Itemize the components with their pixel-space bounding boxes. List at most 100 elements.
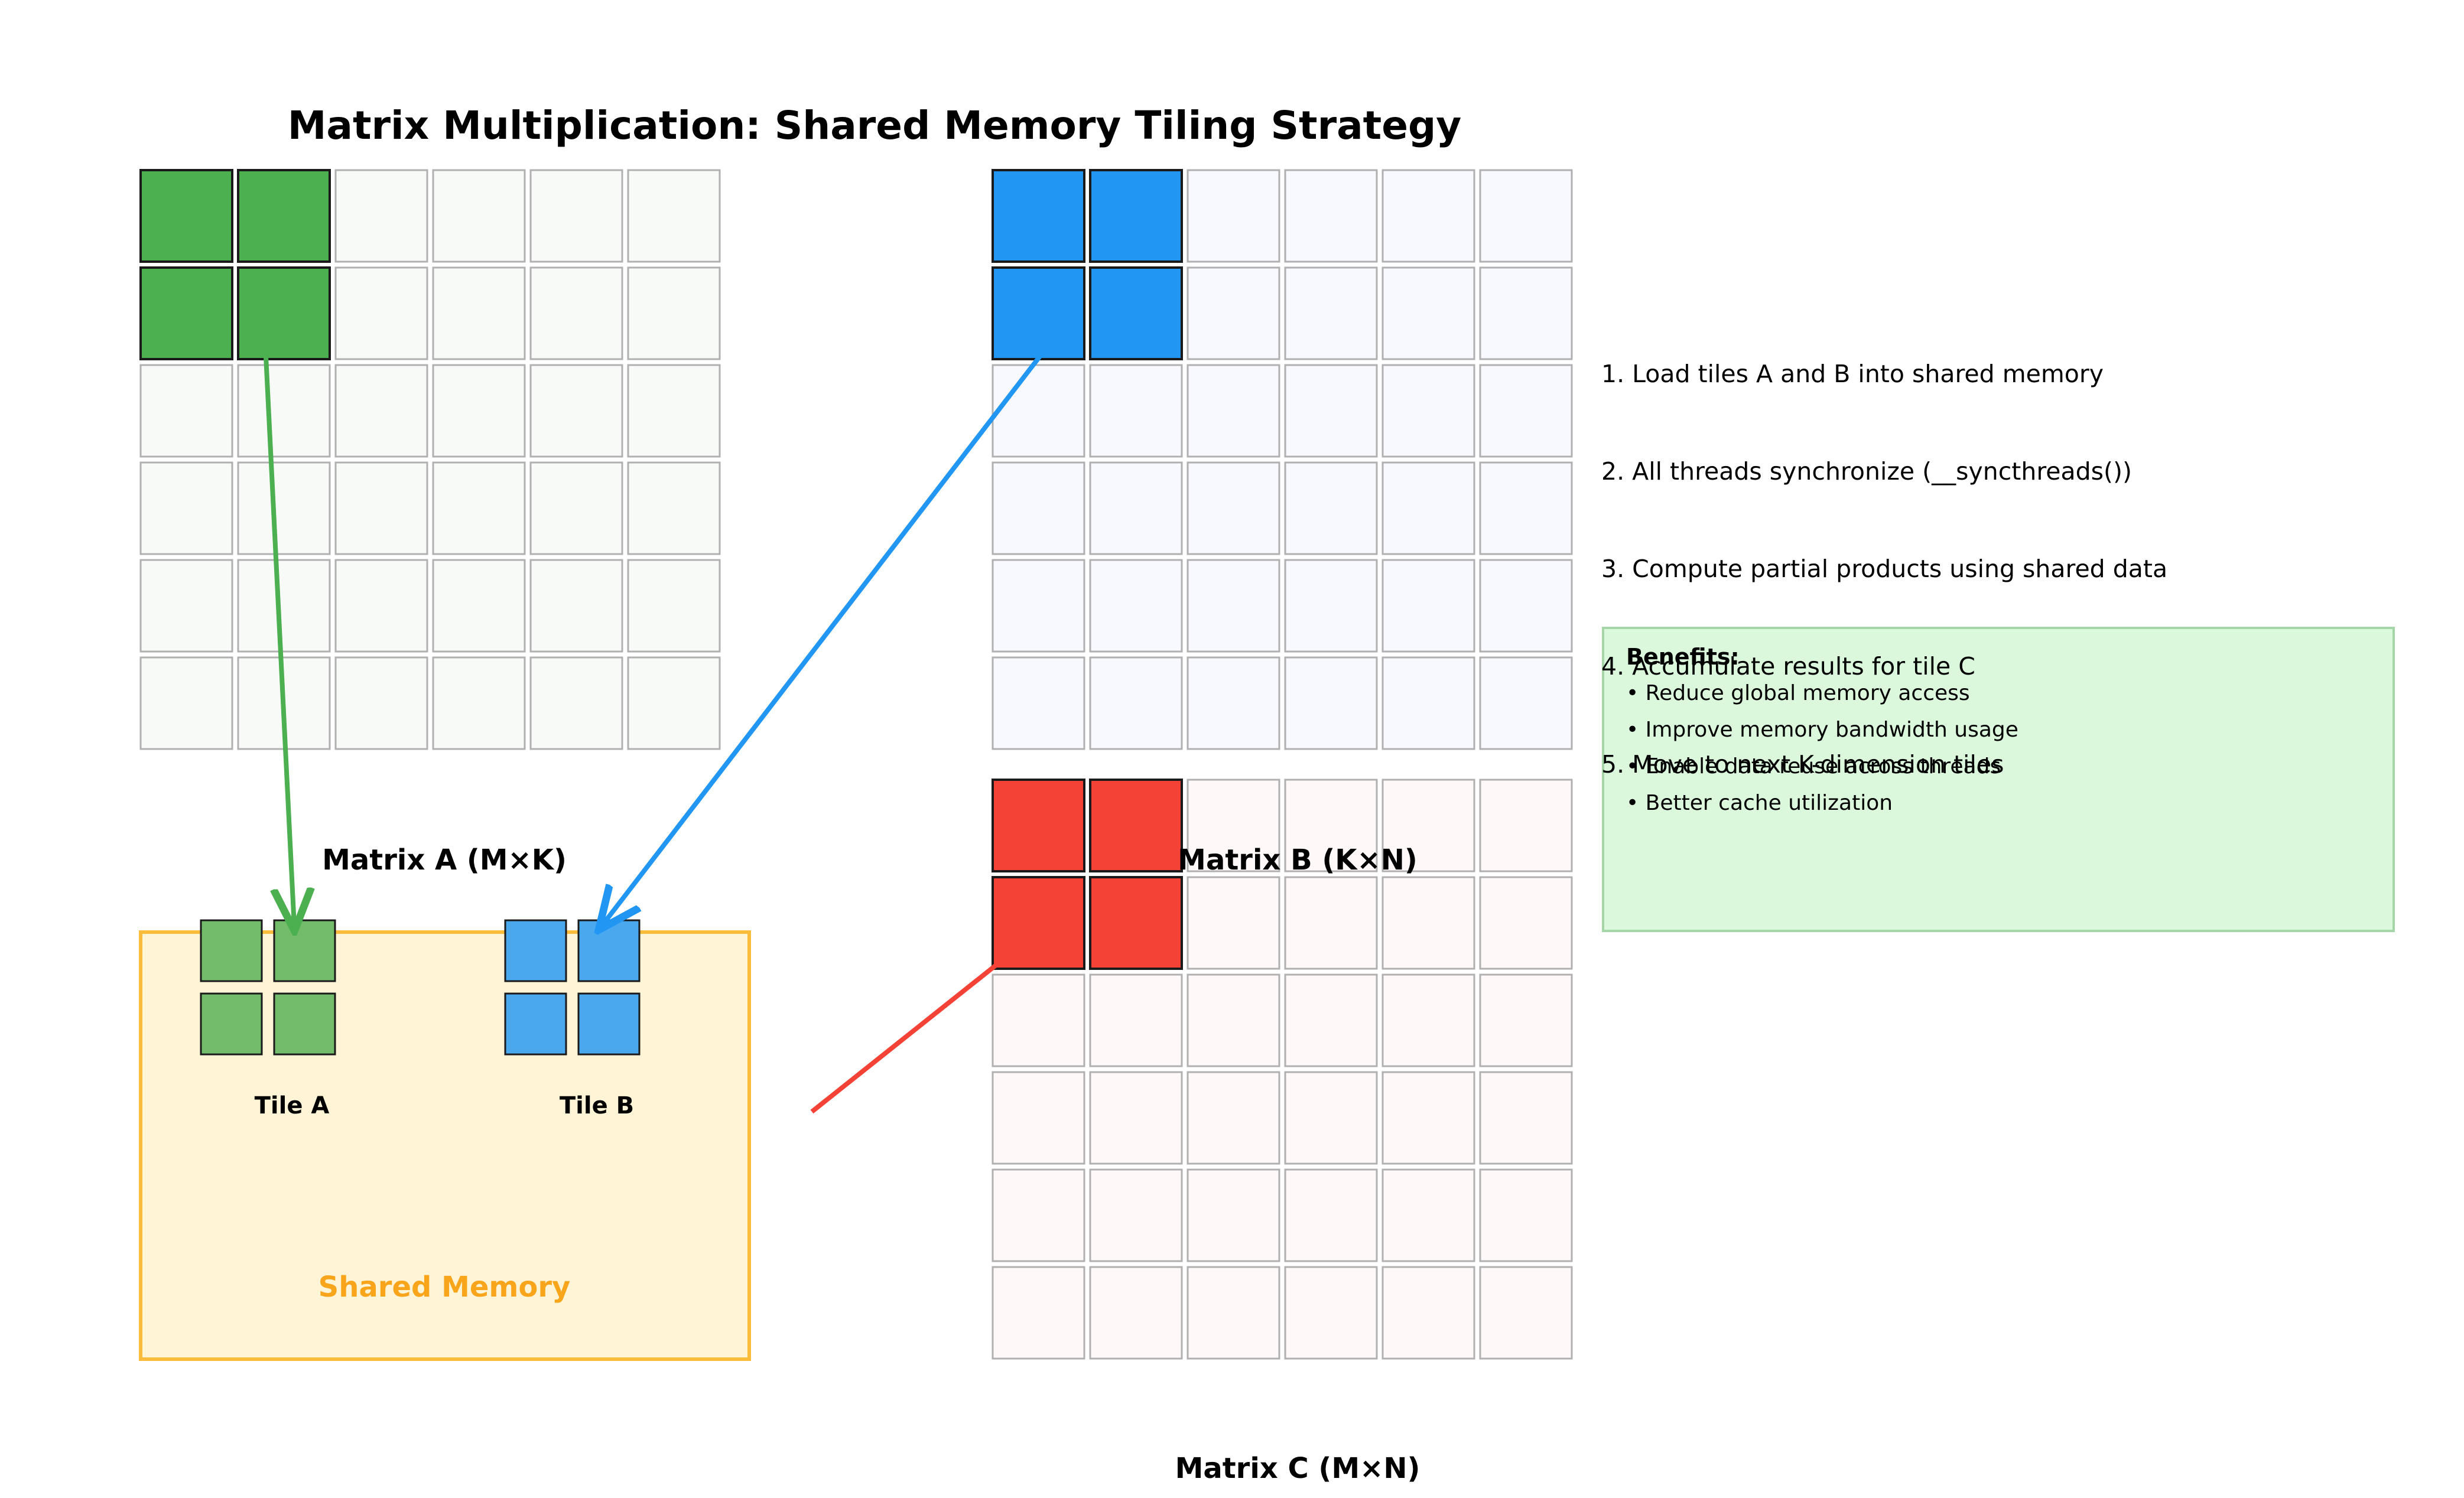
matrix-b-cell [992, 461, 1085, 555]
matrix-c-cell [1479, 779, 1573, 872]
matrix-c-tile-cell [1089, 779, 1183, 872]
matrix-c-cell [1187, 1071, 1280, 1165]
matrix-a-cell [334, 461, 428, 555]
matrix-c-cell [1089, 1071, 1183, 1165]
matrix-c-cell [1187, 1168, 1280, 1262]
matrix-c-cell [1479, 973, 1573, 1067]
shared-tile-b-cell [504, 992, 567, 1056]
benefit-item: • Improve memory bandwidth usage [1626, 718, 2018, 742]
shared-tile-b-cell [577, 992, 641, 1056]
tile-b-label: Tile B [560, 1092, 634, 1119]
matrix-a-cell [529, 461, 623, 555]
matrix-c-tile-cell [992, 779, 1085, 872]
matrix-a-cell [627, 461, 721, 555]
page-title: Matrix Multiplication: Shared Memory Til… [288, 103, 1462, 148]
matrix-c-grid [992, 779, 1573, 1360]
matrix-c-cell [1284, 876, 1378, 970]
matrix-a-tile-cell [237, 266, 331, 360]
step-text: 4. Accumulate results for tile C [1601, 652, 1975, 680]
matrix-a-tile-cell [139, 266, 233, 360]
arrow-a-to-shared [264, 356, 294, 926]
matrix-b-cell [1187, 559, 1280, 653]
matrix-a-cell [432, 559, 526, 653]
matrix-a-cell [627, 364, 721, 458]
matrix-a-cell [627, 169, 721, 263]
matrix-c-cell [992, 1071, 1085, 1165]
matrix-b-cell [1187, 169, 1280, 263]
matrix-b-cell [1187, 656, 1280, 750]
matrix-c-cell [1381, 1071, 1475, 1165]
matrix-a-cell [139, 559, 233, 653]
matrix-c-cell [1284, 1168, 1378, 1262]
matrix-c-cell [1089, 1266, 1183, 1360]
matrix-c-cell [1284, 1266, 1378, 1360]
tile-a-label: Tile A [255, 1092, 330, 1119]
benefits-heading: Benefits: [1626, 644, 1740, 670]
matrix-a-cell [139, 656, 233, 750]
matrix-b-cell [1381, 656, 1475, 750]
matrix-a-cell [529, 169, 623, 263]
matrix-c-cell [1381, 779, 1475, 872]
matrix-b-cell [1284, 656, 1378, 750]
matrix-c-cell [1479, 1071, 1573, 1165]
matrix-b-tile-cell [1089, 266, 1183, 360]
matrix-c-cell [1381, 1168, 1475, 1262]
matrix-a-cell [334, 559, 428, 653]
matrix-a-cell [334, 266, 428, 360]
shared-tile-a-cell [273, 919, 336, 982]
matrix-c-cell [992, 1266, 1085, 1360]
matrix-c-cell [1381, 876, 1475, 970]
matrix-a-cell [627, 266, 721, 360]
arrow-b-to-shared [602, 354, 1042, 926]
matrix-b-label: Matrix B (K×N) [1178, 844, 1418, 877]
matrix-c-cell [1284, 779, 1378, 872]
matrix-b-tile-cell [992, 266, 1085, 360]
matrix-c-cell [1284, 1071, 1378, 1165]
shared-tile-a-cell [273, 992, 336, 1056]
matrix-c-cell [992, 1168, 1085, 1262]
matrix-b-cell [1284, 266, 1378, 360]
shared-tile-b-cell [504, 919, 567, 982]
matrix-c-cell [1381, 973, 1475, 1067]
matrix-c-cell [1187, 779, 1280, 872]
matrix-a-tile-cell [237, 169, 331, 263]
matrix-a-cell [529, 266, 623, 360]
step-text: 5. Move to next K-dimension tiles [1601, 750, 2004, 779]
matrix-b-cell [1479, 169, 1573, 263]
arrow-shared-to-c [810, 962, 999, 1114]
matrix-b-cell [1284, 364, 1378, 458]
matrix-a-grid [139, 169, 721, 750]
matrix-b-cell [1479, 461, 1573, 555]
step-text: 3. Compute partial products using shared… [1601, 555, 2167, 583]
matrix-a-tile-cell [139, 169, 233, 263]
benefit-item: • Reduce global memory access [1626, 681, 1970, 705]
matrix-b-cell [1089, 364, 1183, 458]
matrix-b-cell [1187, 461, 1280, 555]
matrix-c-cell [1479, 1266, 1573, 1360]
shared-memory-label: Shared Memory [318, 1271, 571, 1304]
matrix-a-cell [432, 364, 526, 458]
matrix-b-tile-cell [992, 169, 1085, 263]
matrix-b-cell [1381, 559, 1475, 653]
matrix-a-cell [237, 559, 331, 653]
matrix-a-cell [432, 169, 526, 263]
matrix-b-cell [1284, 169, 1378, 263]
matrix-b-cell [1381, 461, 1475, 555]
matrix-b-cell [1381, 266, 1475, 360]
matrix-b-cell [992, 364, 1085, 458]
matrix-b-cell [1089, 656, 1183, 750]
matrix-a-cell [334, 169, 428, 263]
matrix-c-tile-cell [1089, 876, 1183, 970]
matrix-a-cell [139, 461, 233, 555]
matrix-c-cell [1187, 973, 1280, 1067]
benefit-item: • Better cache utilization [1626, 791, 1893, 815]
matrix-c-cell [1089, 973, 1183, 1067]
matrix-b-cell [1284, 461, 1378, 555]
step-text: 1. Load tiles A and B into shared memory [1601, 360, 2104, 388]
shared-tile-a-cell [200, 919, 263, 982]
matrix-c-cell [1479, 876, 1573, 970]
matrix-a-cell [432, 656, 526, 750]
matrix-c-cell [1479, 1168, 1573, 1262]
matrix-c-cell [992, 973, 1085, 1067]
